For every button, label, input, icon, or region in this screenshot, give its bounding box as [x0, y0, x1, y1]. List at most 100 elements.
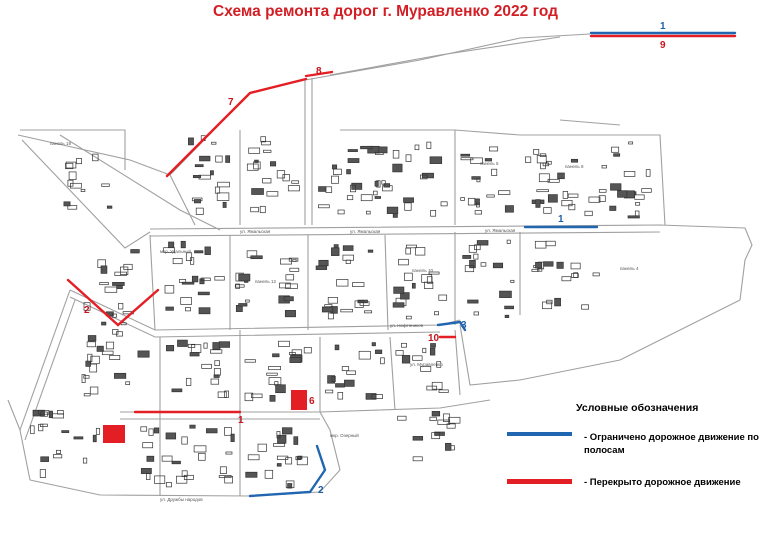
building	[289, 267, 300, 272]
building	[278, 340, 290, 347]
building	[445, 442, 452, 451]
building	[185, 307, 191, 312]
building	[333, 244, 339, 249]
building	[347, 149, 358, 152]
street-label-neftyanikov: ул. Нефтяников	[390, 323, 424, 328]
building	[269, 395, 276, 402]
building	[268, 377, 282, 385]
closed-zone-central	[103, 425, 125, 443]
building	[581, 304, 589, 310]
legend-closed-swatch	[507, 479, 572, 484]
building	[645, 169, 651, 177]
building	[373, 190, 378, 196]
building	[401, 342, 407, 348]
building	[164, 285, 175, 294]
building	[287, 185, 300, 192]
building	[194, 250, 204, 254]
building	[421, 172, 434, 179]
building	[163, 247, 175, 253]
building	[499, 290, 512, 298]
building	[431, 381, 443, 390]
building	[118, 303, 124, 310]
building	[414, 144, 420, 151]
building	[570, 158, 579, 163]
building	[189, 352, 200, 357]
building	[542, 301, 553, 310]
building	[289, 357, 302, 363]
building	[284, 310, 296, 318]
building	[82, 457, 88, 464]
building	[337, 209, 345, 215]
building	[180, 297, 192, 305]
building	[109, 355, 121, 360]
building	[375, 349, 383, 354]
building	[393, 286, 405, 294]
building	[584, 210, 593, 217]
building	[543, 207, 552, 214]
building	[140, 426, 148, 432]
building	[283, 296, 294, 302]
building	[364, 310, 373, 314]
building	[426, 276, 433, 284]
building	[392, 150, 400, 159]
building	[440, 201, 448, 207]
building	[462, 255, 472, 259]
building	[112, 329, 119, 335]
building	[346, 195, 354, 201]
building	[268, 366, 281, 371]
building	[146, 473, 151, 480]
building	[327, 375, 336, 384]
building	[498, 190, 511, 195]
building	[230, 433, 235, 442]
building	[185, 377, 192, 386]
building	[111, 313, 117, 318]
building	[347, 158, 360, 163]
building	[210, 378, 220, 385]
building	[263, 149, 272, 153]
building	[76, 158, 82, 165]
building	[504, 205, 514, 213]
building	[567, 193, 579, 198]
building	[292, 258, 297, 262]
building	[114, 271, 127, 276]
building	[403, 197, 414, 203]
street-label-zone12: панель 12	[255, 279, 277, 284]
building	[443, 413, 450, 422]
building	[183, 474, 194, 480]
building	[282, 174, 290, 182]
building	[535, 261, 543, 269]
building	[266, 191, 279, 197]
building	[270, 161, 277, 167]
building	[460, 153, 471, 157]
street-label-yamalskaya-3: ул. Ямальская	[485, 228, 516, 233]
segment-label-3: 3	[461, 320, 467, 331]
building	[222, 201, 227, 208]
building	[476, 178, 481, 183]
segment-label-2-red: 2	[84, 305, 90, 316]
segment-label-6: 6	[309, 396, 315, 407]
building	[536, 189, 549, 193]
segment-label-8: 8	[316, 66, 322, 77]
segment-label-1-blue: 1	[558, 214, 564, 225]
building	[272, 353, 280, 358]
building	[191, 275, 199, 283]
building	[303, 347, 312, 354]
building	[100, 265, 108, 274]
building	[534, 240, 547, 249]
building	[331, 175, 339, 184]
building	[30, 425, 35, 435]
building	[473, 253, 479, 260]
building	[469, 259, 476, 269]
building	[198, 452, 206, 461]
building	[334, 344, 340, 351]
building	[130, 249, 140, 254]
building	[623, 171, 636, 177]
building	[327, 312, 334, 320]
building	[557, 172, 565, 180]
building	[203, 342, 208, 349]
building	[264, 469, 274, 479]
building	[83, 375, 90, 379]
building	[601, 165, 607, 169]
building	[65, 161, 77, 169]
building	[533, 149, 540, 155]
